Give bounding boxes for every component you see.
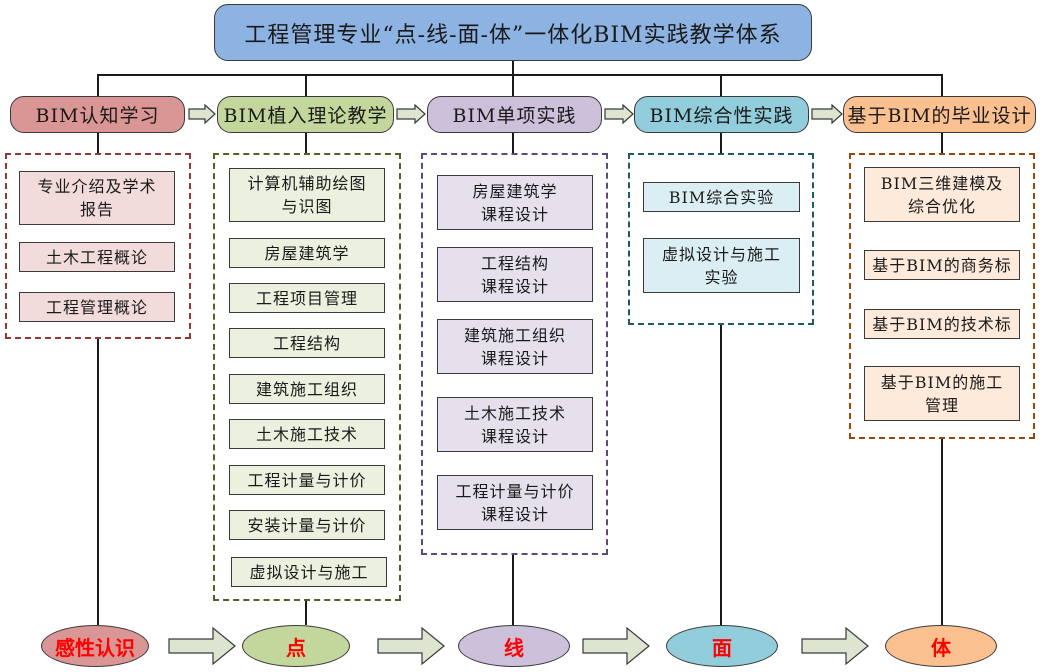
diagram-title: 工程管理专业“点-线-面-体”一体化BIM实践教学体系: [214, 4, 812, 61]
course-item: 建筑施工组织: [229, 374, 385, 404]
course-item: 工程计量与计价: [229, 465, 385, 495]
outcome-arrow-1: [168, 626, 236, 666]
outcome-label: 点: [286, 635, 306, 660]
course-item: 工程计量与计价 课程设计: [437, 475, 593, 530]
stage-header-2: BIM植入理论教学: [217, 96, 394, 133]
course-item: BIM三维建模及 综合优化: [864, 167, 1020, 222]
course-item: 土木施工技术: [229, 419, 385, 449]
group-1-connector: [97, 133, 99, 153]
course-item: 基于BIM的技术标: [864, 309, 1020, 339]
course-item: 虚拟设计与施工: [231, 557, 387, 587]
outcome-arrow-4: [801, 626, 869, 666]
outcome-oval-5: 体: [885, 625, 997, 667]
stage-header-4: BIM综合性实践: [634, 96, 809, 133]
arrow-right-icon: [168, 626, 236, 666]
stage-arrow-2: [396, 103, 426, 125]
arrow-right-icon: [801, 626, 869, 666]
arrow-right-icon: [604, 103, 634, 125]
arrow-right-icon: [582, 626, 650, 666]
outcome-oval-2: 点: [242, 625, 350, 667]
group-4-connector: [720, 133, 722, 153]
course-item: BIM综合实验: [643, 182, 800, 212]
course-group-4: [628, 153, 814, 325]
outcome-arrow-2: [377, 626, 445, 666]
title-connector: [512, 61, 514, 75]
stage-2-connector: [305, 74, 307, 96]
outcome-5-connector: [941, 439, 943, 625]
stage-header-label: BIM单项实践: [452, 105, 577, 127]
course-group-3: [421, 153, 608, 555]
stage-4-connector: [720, 74, 722, 96]
arrow-right-icon: [188, 103, 216, 125]
course-item: 工程项目管理: [229, 283, 385, 313]
stage-header-3: BIM单项实践: [427, 96, 602, 133]
arrow-right-icon: [811, 103, 843, 125]
outcome-4-connector: [720, 325, 722, 625]
stage-5-connector: [941, 74, 943, 96]
stage-arrow-3: [604, 103, 634, 125]
outcome-oval-4: 面: [666, 625, 778, 667]
course-item: 工程结构: [229, 328, 385, 358]
course-item: 计算机辅助绘图 与识图: [229, 168, 385, 222]
course-item: 安装计量与计价: [229, 510, 385, 540]
course-item: 房屋建筑学 课程设计: [437, 175, 593, 230]
outcome-label: 线: [504, 635, 524, 660]
outcome-label: 面: [712, 635, 732, 660]
course-group-5: [849, 153, 1035, 439]
course-item: 建筑施工组织 课程设计: [437, 319, 593, 374]
stage-header-label: BIM植入理论教学: [223, 105, 388, 127]
group-2-connector: [305, 133, 307, 153]
course-item: 基于BIM的商务标: [864, 250, 1020, 280]
stage-header-label: BIM综合性实践: [649, 105, 794, 127]
stage-header-1: BIM认知学习: [10, 96, 185, 133]
stage-header-label: BIM认知学习: [35, 105, 160, 127]
outcome-oval-3: 线: [458, 625, 570, 667]
group-5-connector: [941, 133, 943, 153]
course-item: 虚拟设计与施工 实验: [643, 238, 800, 293]
course-item: 土木施工技术 课程设计: [437, 397, 593, 452]
course-group-1: [5, 153, 191, 339]
course-item: 房屋建筑学: [229, 238, 385, 268]
stage-arrow-1: [188, 103, 216, 125]
group-3-connector: [512, 133, 514, 153]
course-item: 土木工程概论: [19, 242, 175, 272]
outcome-1-connector: [97, 339, 99, 625]
outcome-label: 感性认识: [55, 635, 135, 660]
arrow-right-icon: [377, 626, 445, 666]
outcome-label: 体: [931, 635, 951, 660]
stage-1-connector: [97, 74, 99, 96]
outcome-2-connector: [305, 601, 307, 625]
course-item: 基于BIM的施工 管理: [864, 366, 1020, 421]
outcome-3-connector: [512, 555, 514, 625]
outcome-arrow-3: [582, 626, 650, 666]
course-group-2: [213, 153, 401, 601]
stage-header-5: 基于BIM的毕业设计: [843, 96, 1036, 133]
horizontal-bus: [97, 74, 943, 76]
stage-3-connector: [512, 74, 514, 96]
course-item: 工程结构 课程设计: [437, 247, 593, 302]
course-item: 专业介绍及学术 报告: [19, 171, 175, 225]
outcome-oval-1: 感性认识: [41, 625, 149, 667]
course-item: 工程管理概论: [19, 292, 175, 322]
arrow-right-icon: [396, 103, 426, 125]
stage-arrow-4: [811, 103, 843, 125]
stage-header-label: 基于BIM的毕业设计: [847, 105, 1032, 127]
diagram-title-text: 工程管理专业“点-线-面-体”一体化BIM实践教学体系: [244, 22, 782, 48]
